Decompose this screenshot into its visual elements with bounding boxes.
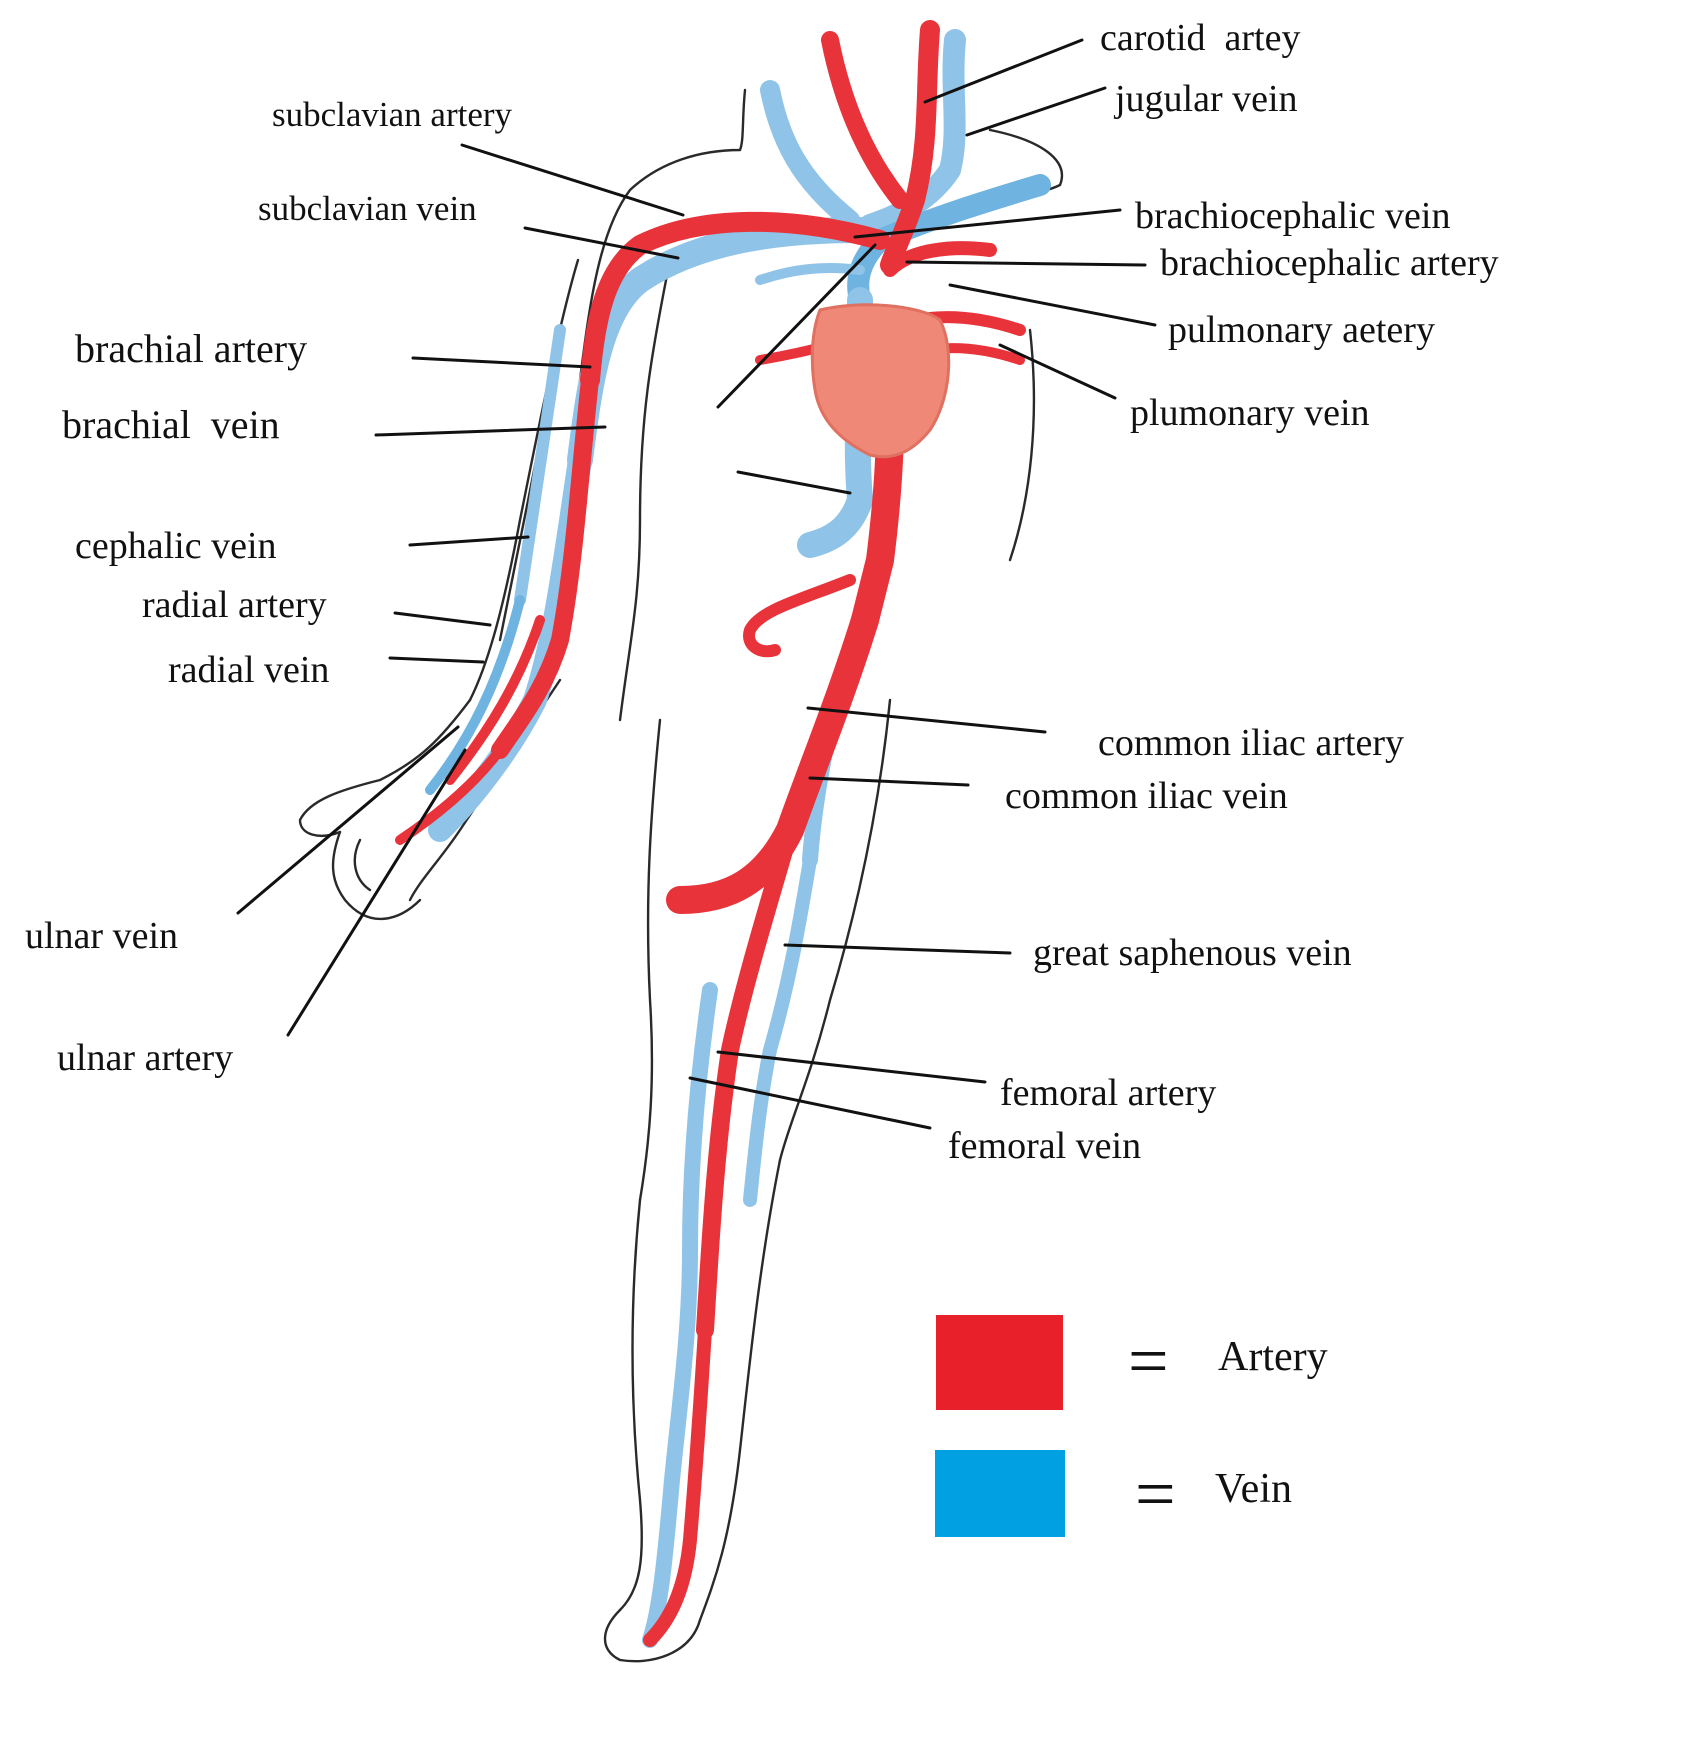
leader-common-iliac-artery — [806, 706, 1047, 734]
great-saphenous-vein — [743, 853, 817, 1207]
labels: carotid artey jugular vein subclavian ar… — [25, 17, 1499, 1167]
carotid-artery — [880, 20, 940, 275]
leader-brachial-vein — [374, 425, 607, 437]
leader-radial-artery — [393, 611, 492, 627]
legend-vein-equals: = — [1135, 1454, 1176, 1534]
label-subclavian-vein: subclavian vein — [258, 189, 477, 228]
leader-brachial-artery — [411, 356, 592, 369]
leader-ulnar-artery — [286, 748, 467, 1037]
label-pulmonary-vein: plumonary vein — [1130, 392, 1370, 434]
legend-artery-label: Artery — [1218, 1334, 1328, 1380]
label-cephalic-vein: cephalic vein — [75, 525, 277, 567]
leader-common-iliac-vein — [808, 776, 970, 787]
leader-femoral-vein — [688, 1076, 932, 1130]
leader-lines — [236, 38, 1157, 1130]
legend-artery-swatch — [936, 1315, 1063, 1410]
leader-left-pulmonary — [716, 243, 877, 409]
leader-vena-cava — [736, 470, 852, 495]
leader-radial-vein — [388, 656, 485, 664]
label-common-iliac-vein: common iliac vein — [1005, 775, 1288, 817]
leader-great-saphenous — [783, 943, 1012, 955]
leader-brachiocephalic-artery — [905, 260, 1147, 267]
label-brachial-artery: brachial artery — [75, 326, 307, 371]
subclavian-artery — [580, 211, 890, 390]
label-femoral-artery: femoral artery — [1000, 1072, 1216, 1114]
leader-ulnar-vein — [236, 725, 460, 915]
label-subclavian-artery: subclavian artery — [272, 95, 513, 134]
brachiocephalic-artery — [883, 241, 997, 277]
legend-vein-swatch — [935, 1450, 1065, 1537]
femoral-artery — [696, 821, 799, 1339]
label-carotid-artery: carotid artey — [1100, 17, 1300, 59]
jugular-vein — [859, 29, 966, 236]
label-brachiocephalic-artery: brachiocephalic artery — [1160, 242, 1499, 284]
pulmonary-vein-branch — [755, 263, 865, 285]
femoral-vein — [642, 982, 718, 1648]
leader-subclavian-vein — [523, 226, 680, 260]
leader-pulmonary-vein — [998, 343, 1117, 400]
label-common-iliac-artery: common iliac artery — [1098, 722, 1404, 764]
label-brachiocephalic-vein: brachiocephalic vein — [1135, 195, 1450, 237]
leader-jugular — [965, 86, 1107, 137]
renal-branch — [743, 574, 856, 658]
cephalic-vein — [514, 324, 566, 606]
common-iliac-artery — [666, 606, 879, 914]
leader-pulmonary-artery — [948, 283, 1157, 327]
leader-cephalic-vein — [408, 535, 530, 547]
heart — [810, 303, 951, 459]
ulnar-artery — [395, 745, 505, 845]
carotid-artery-left — [821, 31, 909, 209]
leader-carotid — [923, 38, 1084, 104]
label-ulnar-artery: ulnar artery — [57, 1037, 233, 1079]
radial-artery — [445, 615, 545, 785]
legend-artery-equals: = — [1128, 1321, 1169, 1401]
jugular-vein-left — [760, 80, 860, 230]
legend: = Artery = Vein — [935, 1315, 1328, 1537]
tibial-artery — [643, 1323, 712, 1647]
radial-vein — [425, 595, 525, 795]
leader-femoral-artery — [716, 1050, 987, 1084]
legend-vein-label: Vein — [1215, 1466, 1292, 1512]
label-femoral-vein: femoral vein — [948, 1125, 1141, 1167]
label-great-saphenous-vein: great saphenous vein — [1033, 932, 1352, 974]
brachial-artery — [491, 371, 599, 759]
label-pulmonary-artery: pulmonary aetery — [1168, 309, 1435, 351]
label-ulnar-vein: ulnar vein — [25, 915, 178, 957]
label-radial-vein: radial vein — [168, 649, 329, 691]
label-radial-artery: radial artery — [142, 584, 327, 626]
label-brachial-vein: brachial vein — [62, 402, 280, 447]
leader-brachiocephalic-vein — [853, 208, 1122, 239]
arteries — [395, 20, 1026, 1647]
label-jugular-vein: jugular vein — [1113, 78, 1298, 120]
pulmonary-artery — [924, 311, 1026, 336]
leader-subclavian-artery — [460, 143, 685, 217]
